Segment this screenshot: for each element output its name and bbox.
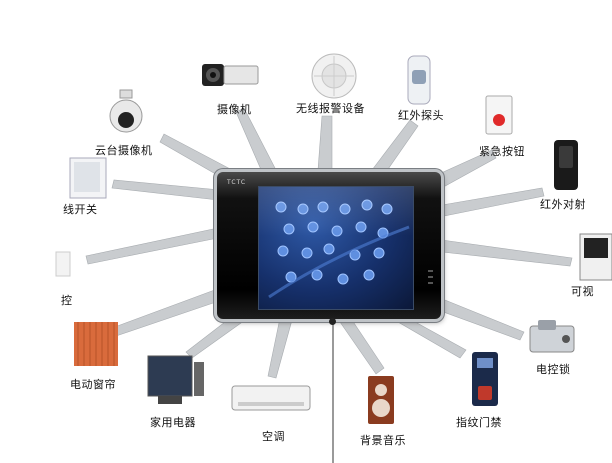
speaker-icon	[368, 376, 394, 424]
label-ptz-camera: 云台摄像机	[95, 144, 153, 157]
camera-icon	[202, 64, 259, 86]
video-intercom-icon	[579, 233, 612, 281]
label-lock: 电控锁	[536, 363, 571, 376]
ptz-camera-icon	[109, 89, 143, 133]
label-emergency-button: 紧急按钮	[479, 145, 525, 158]
tv-icon	[147, 355, 204, 404]
fingerprint-lock-icon	[472, 352, 498, 406]
ir-beam-icon	[554, 140, 578, 190]
curtain-icon	[74, 322, 118, 366]
label-appliances: 家用电器	[150, 416, 196, 429]
label-air-conditioner: 空调	[262, 430, 285, 443]
indicator-leds	[428, 270, 433, 288]
electric-lock-icon	[529, 320, 575, 353]
ir-probe-icon	[407, 55, 431, 105]
ray-speaker	[339, 319, 385, 375]
label-light-switch: 线开关	[63, 203, 98, 216]
ray-ir-beam	[441, 187, 545, 217]
label-ir-beam: 红外对射	[540, 198, 586, 211]
label-wireless-alarm: 无线报警设备	[296, 102, 365, 115]
ray-wireless-alarm	[317, 115, 333, 171]
anchor-dot	[329, 318, 336, 325]
ray-left-partial	[85, 227, 219, 265]
screen-icons	[268, 199, 410, 299]
ray-fingerprint	[397, 317, 467, 359]
vertical-line	[332, 322, 334, 463]
label-fingerprint-lock: 指纹门禁	[456, 416, 502, 429]
touch-screen	[258, 186, 414, 310]
ray-lock	[437, 297, 525, 341]
emergency-button-icon	[485, 95, 513, 135]
light-switch-icon	[69, 157, 107, 199]
ray-video-intercom	[441, 239, 573, 267]
ray-light-switch	[111, 179, 221, 201]
label-left-partial: 控	[61, 294, 73, 307]
label-camera: 摄像机	[217, 103, 252, 116]
label-curtain: 电动窗帘	[70, 378, 116, 391]
wireless-alarm-icon	[311, 53, 357, 99]
ray-curtain	[111, 287, 223, 337]
ray-ac	[267, 317, 293, 379]
control-panel: TCTC	[217, 172, 441, 319]
ray-ir-probe	[371, 119, 419, 173]
brand-logo: TCTC	[227, 179, 247, 186]
ray-camera	[235, 107, 277, 173]
label-ir-probe: 红外探头	[398, 109, 444, 122]
air-conditioner-icon	[231, 385, 311, 411]
label-video-intercom: 可视	[571, 285, 594, 298]
device-icon	[55, 251, 71, 277]
label-background-music: 背景音乐	[360, 434, 406, 447]
